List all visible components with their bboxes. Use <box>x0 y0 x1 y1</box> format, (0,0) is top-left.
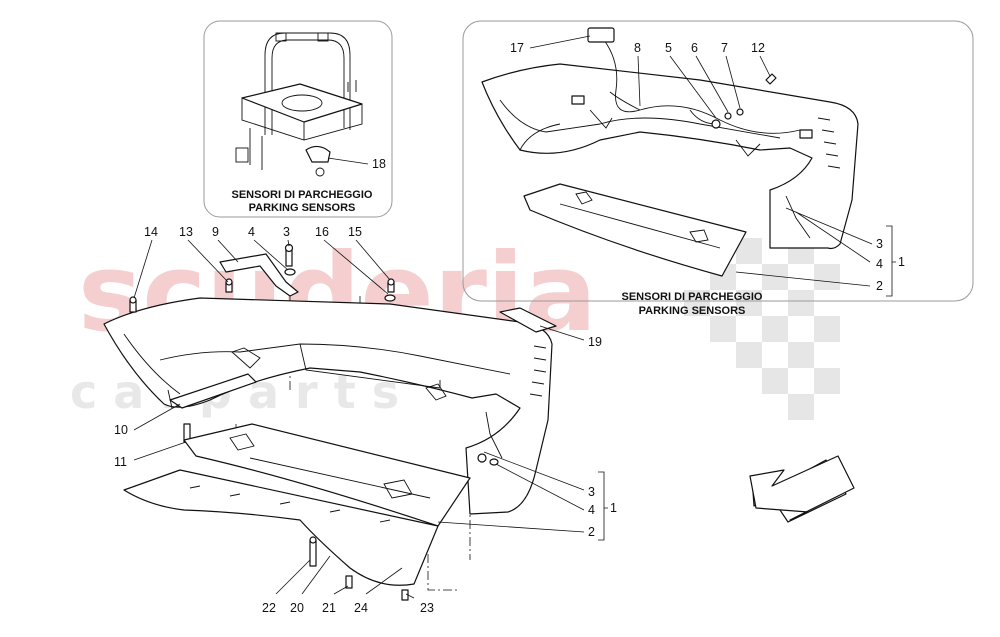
callout-label-m1: 1 <box>610 501 617 515</box>
callout-label-r1: 1 <box>898 255 905 269</box>
callout-label-12: 12 <box>751 41 765 55</box>
callout-label-r4: 4 <box>876 257 883 271</box>
inset-bumper-drawing <box>481 27 859 250</box>
callout-label-3: 3 <box>283 225 290 239</box>
callout-label-9: 9 <box>212 225 219 239</box>
callout-label-m2: 2 <box>588 525 595 539</box>
callout-label-23: 23 <box>420 601 434 615</box>
callout-label-4: 4 <box>248 225 255 239</box>
right-inset-caption-en: PARKING SENSORS <box>639 305 746 317</box>
callout-label-6: 6 <box>691 41 698 55</box>
undertray-panel <box>123 469 439 586</box>
watermark-checkered-flag <box>684 238 840 420</box>
callout-label-24: 24 <box>354 601 368 615</box>
callout-label-20: 20 <box>290 601 304 615</box>
parking-sensor-bumper-inset: 17 8 5 6 7 12 3 4 2 1 SENSORI DI PARCHEG… <box>462 20 974 317</box>
callout-label-16: 16 <box>315 225 329 239</box>
right-inset-caption-it: SENSORI DI PARCHEGGIO <box>622 291 763 303</box>
inset-frame-right <box>462 20 974 302</box>
rear-bumper-main-view <box>103 243 557 601</box>
callout-label-19: 19 <box>588 335 602 349</box>
left-inset-caption-it: SENSORI DI PARCHEGGIO <box>232 189 373 201</box>
callout-label-m3: 3 <box>588 485 595 499</box>
bracket-9 <box>219 253 299 297</box>
callout-label-11: 11 <box>114 455 127 469</box>
callout-label-13: 13 <box>179 225 193 239</box>
left-inset-caption-en: PARKING SENSORS <box>249 202 356 214</box>
callout-label-r2: 2 <box>876 279 883 293</box>
callout-label-14: 14 <box>144 225 158 239</box>
arrow-down-left-icon <box>749 455 855 523</box>
inset-callouts: 17 8 5 6 7 12 3 4 2 1 <box>510 35 905 297</box>
callout-label-21: 21 <box>322 601 336 615</box>
parking-sensor-bracket-inset: 18 SENSORI DI PARCHEGGIO PARKING SENSORS <box>203 20 393 218</box>
bracket-frame-drawing <box>235 32 363 177</box>
callout-label-18: 18 <box>372 157 386 171</box>
main-callouts: 14 13 9 4 3 16 15 19 10 11 3 4 2 1 22 20… <box>114 225 617 615</box>
callout-18: 18 <box>327 157 386 171</box>
callout-label-m4: 4 <box>588 503 595 517</box>
callout-label-22: 22 <box>262 601 276 615</box>
callout-label-17: 17 <box>510 41 524 55</box>
callout-label-5: 5 <box>665 41 672 55</box>
callout-label-7: 7 <box>721 41 728 55</box>
upper-trim-bracket-19 <box>499 307 557 333</box>
inset-frame-left <box>203 20 393 218</box>
callout-label-15: 15 <box>348 225 362 239</box>
inset-lower-cover <box>523 183 747 277</box>
callout-label-r3: 3 <box>876 237 883 251</box>
callout-label-8: 8 <box>634 41 641 55</box>
fasteners <box>129 243 499 601</box>
callout-label-10: 10 <box>114 423 128 437</box>
